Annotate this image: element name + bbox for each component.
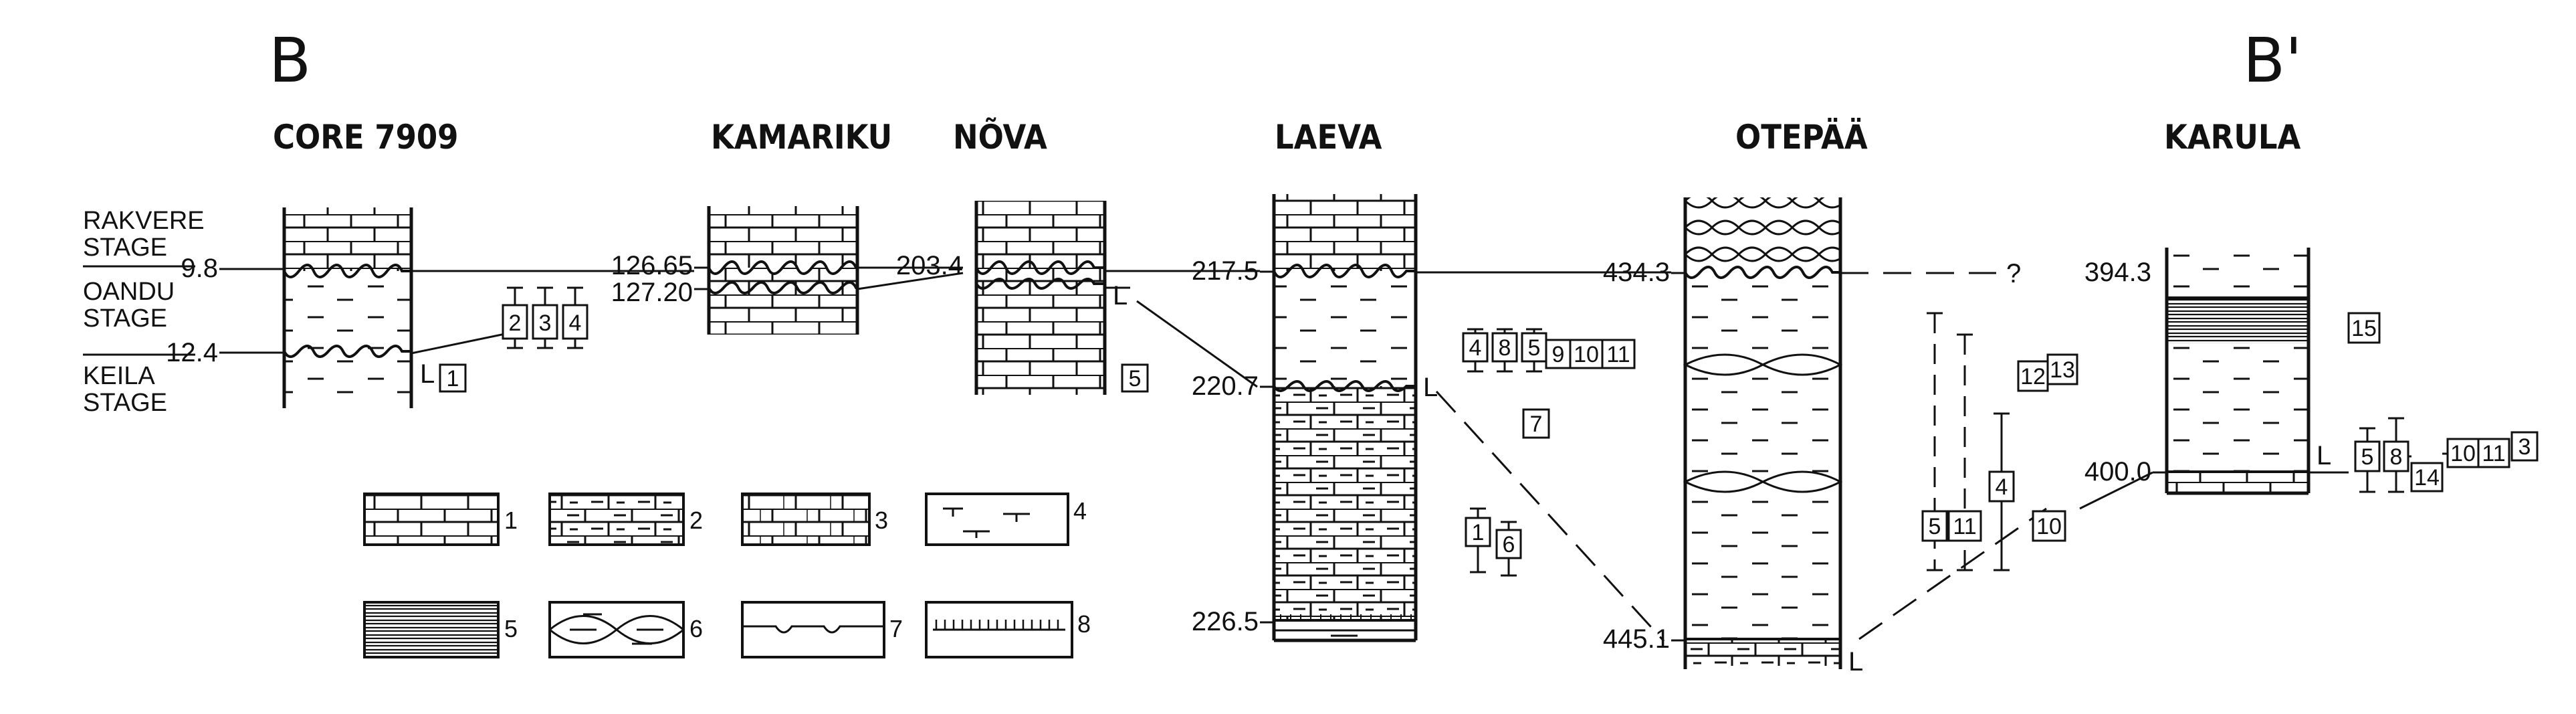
svg-text:5: 5 bbox=[1129, 366, 1142, 391]
taxon-range-bars bbox=[507, 286, 2404, 577]
column-kamariku bbox=[707, 206, 859, 335]
svg-text:1: 1 bbox=[1472, 520, 1485, 545]
svg-text:STAGE: STAGE bbox=[83, 234, 167, 262]
column-nova bbox=[974, 201, 1107, 395]
taxa-boxes-nova: 5 bbox=[1121, 363, 1149, 393]
svg-text:1: 1 bbox=[447, 366, 459, 391]
svg-text:OANDU: OANDU bbox=[83, 278, 175, 306]
svg-text:5: 5 bbox=[1528, 335, 1541, 361]
depth-label-core7909-top: 9.8 bbox=[181, 254, 218, 283]
taxa-boxes-otepaa: 5 11 4 10 12 13 bbox=[1921, 353, 2078, 542]
legend-item-5: 5 bbox=[363, 601, 518, 658]
stage-label-oandu: OANDU STAGE bbox=[83, 278, 175, 333]
taxa-boxes-laeva: 4 8 5 9 10 11 7 1 6 bbox=[1462, 332, 1636, 559]
svg-text:2: 2 bbox=[689, 507, 703, 534]
l-marker-otepaa: L bbox=[1848, 647, 1863, 677]
stage-label-keila: KEILA STAGE bbox=[83, 362, 167, 417]
svg-text:10: 10 bbox=[1574, 342, 1599, 367]
l-marker-laeva: L bbox=[1423, 373, 1438, 402]
depth-label-core7909-base: 12.4 bbox=[166, 338, 218, 367]
column-title-nova: NÕVA bbox=[953, 117, 1047, 157]
svg-text:12: 12 bbox=[2020, 364, 2046, 389]
svg-text:KEILA: KEILA bbox=[83, 362, 155, 390]
column-karula bbox=[2165, 248, 2311, 495]
stage-label-rakvere: RAKVERE STAGE bbox=[83, 207, 205, 262]
svg-text:9: 9 bbox=[1552, 342, 1565, 367]
svg-text:8: 8 bbox=[1499, 335, 1511, 361]
svg-text:10: 10 bbox=[2036, 514, 2062, 539]
unknown-correlation-mark: ? bbox=[2006, 259, 2021, 288]
legend-item-6: 6 bbox=[548, 601, 703, 658]
svg-text:STAGE: STAGE bbox=[83, 304, 167, 333]
depth-label-nova-top: 203.4 bbox=[896, 251, 963, 280]
column-title-otepaa: OTEPÄÄ bbox=[1735, 118, 1868, 157]
svg-text:4: 4 bbox=[1996, 474, 2008, 500]
column-otepaa bbox=[1683, 197, 1843, 669]
depth-label-kamariku-top: 126.65 bbox=[611, 251, 693, 280]
svg-text:3: 3 bbox=[539, 310, 552, 336]
depth-label-laeva-middle: 220.7 bbox=[1192, 371, 1259, 401]
column-laeva bbox=[1272, 194, 1418, 642]
svg-text:3: 3 bbox=[2518, 434, 2531, 460]
svg-text:6: 6 bbox=[1503, 532, 1515, 557]
section-start-label: B bbox=[269, 25, 311, 96]
l-marker-core7909: L bbox=[420, 359, 435, 389]
svg-text:8: 8 bbox=[1077, 610, 1091, 638]
svg-text:4: 4 bbox=[569, 310, 582, 336]
legend-item-7: 7 bbox=[741, 601, 903, 658]
column-title-kamariku: KAMARIKU bbox=[711, 118, 892, 157]
legend-item-8: 8 bbox=[925, 601, 1091, 658]
svg-text:10: 10 bbox=[2450, 441, 2476, 466]
l-marker-nova: L bbox=[1113, 281, 1128, 310]
l-marker-karula: L bbox=[2317, 441, 2331, 470]
depth-label-karula-top: 394.3 bbox=[2084, 258, 2151, 287]
svg-text:11: 11 bbox=[2482, 441, 2505, 466]
column-core7909 bbox=[282, 207, 413, 408]
svg-text:5: 5 bbox=[1929, 514, 1941, 539]
svg-text:7: 7 bbox=[889, 615, 903, 642]
svg-text:14: 14 bbox=[2414, 465, 2440, 490]
svg-text:5: 5 bbox=[504, 615, 518, 642]
svg-text:5: 5 bbox=[2361, 444, 2374, 470]
stage-boundary-ticks bbox=[83, 265, 195, 356]
column-title-karula: KARULA bbox=[2164, 118, 2301, 157]
svg-text:15: 15 bbox=[2351, 316, 2377, 341]
correlation-lines bbox=[411, 266, 2153, 642]
svg-text:8: 8 bbox=[2390, 444, 2403, 470]
column-title-laeva: LAEVA bbox=[1275, 118, 1382, 157]
svg-text:STAGE: STAGE bbox=[83, 389, 167, 417]
legend-item-1: 1 bbox=[363, 493, 518, 546]
svg-text:4: 4 bbox=[1073, 497, 1087, 525]
svg-text:11: 11 bbox=[1953, 514, 1976, 539]
legend-item-2: 2 bbox=[548, 493, 703, 546]
svg-text:4: 4 bbox=[1469, 335, 1482, 361]
taxa-boxes-karula: 15 5 8 14 10 11 3 bbox=[2347, 312, 2539, 493]
svg-text:1: 1 bbox=[504, 507, 518, 534]
svg-text:7: 7 bbox=[1530, 412, 1543, 437]
svg-text:2: 2 bbox=[509, 310, 522, 336]
section-end-label: B' bbox=[2243, 25, 2302, 96]
svg-text:11: 11 bbox=[1606, 342, 1630, 367]
depth-label-otepaa-base: 445.1 bbox=[1603, 624, 1670, 654]
lithology-legend: 1 2 3 4 5 6 7 bbox=[363, 493, 1091, 658]
column-title-core7909: CORE 7909 bbox=[273, 118, 458, 157]
depth-label-laeva-base: 226.5 bbox=[1192, 607, 1259, 636]
svg-text:6: 6 bbox=[689, 615, 703, 642]
taxa-boxes-core7909: 2 3 4 1 bbox=[439, 304, 588, 393]
svg-text:13: 13 bbox=[2050, 357, 2075, 383]
depth-label-karula-base: 400.0 bbox=[2084, 457, 2151, 486]
svg-text:RAKVERE: RAKVERE bbox=[83, 207, 205, 235]
legend-item-4: 4 bbox=[925, 493, 1087, 546]
svg-text:3: 3 bbox=[875, 507, 888, 534]
depth-label-kamariku-base: 127.20 bbox=[611, 278, 693, 307]
legend-item-3: 3 bbox=[741, 493, 888, 546]
